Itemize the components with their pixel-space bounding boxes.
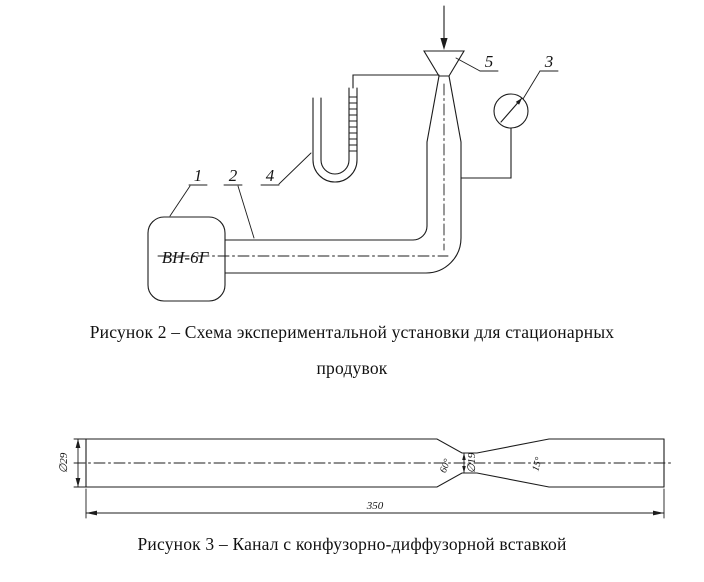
- callout-3-label: 3: [544, 52, 554, 71]
- dimension-length: 350: [85, 488, 665, 519]
- callout-5-label: 5: [485, 52, 494, 71]
- callout-2-pipe: 2: [223, 166, 255, 239]
- figure2-caption-line1: Рисунок 2 – Схема экспериментальной уста…: [89, 322, 615, 342]
- figure3-caption: Рисунок 3 – Канал с конфузорно-диффузорн…: [137, 534, 567, 554]
- blower-unit: ВН-6Г: [147, 216, 449, 302]
- pipe-channel: [224, 75, 462, 274]
- length-label: 350: [366, 500, 384, 512]
- funnel: [423, 50, 465, 77]
- dimension-throat-diameter: ∅19: [462, 452, 478, 474]
- inlet-flow-arrow: [440, 5, 448, 50]
- device-label: ВН-6Г: [162, 248, 210, 267]
- callout-4-manometer: 4: [260, 152, 312, 186]
- channel-outline: [73, 438, 673, 488]
- gauge-tap-line: [460, 127, 512, 179]
- diffuser-angle-label: 15°: [530, 456, 545, 473]
- manometer-tap-line: [352, 74, 440, 89]
- callout-4-label: 4: [266, 166, 275, 185]
- callout-2-label: 2: [229, 166, 238, 185]
- manometer-scale: [348, 96, 358, 152]
- pressure-gauge: [460, 93, 529, 179]
- throat-diameter-label: ∅19: [466, 452, 478, 473]
- figure2-schematic: ВН-6Г 1 2 4 5 3: [147, 5, 559, 302]
- callout-5-funnel: 5: [455, 52, 499, 72]
- figure3-drawing: ∅29 60° ∅19 15° 350: [58, 438, 673, 519]
- inlet-diameter-label: ∅29: [58, 452, 70, 473]
- u-tube-manometer: [312, 74, 440, 183]
- figure2-caption-line2: продувок: [316, 358, 388, 378]
- confusor-angle-label: 60°: [438, 458, 453, 475]
- dimension-inlet-diameter: ∅29: [58, 438, 87, 488]
- callout-3-gauge: 3: [522, 52, 559, 100]
- callout-1-device: 1: [169, 166, 208, 217]
- callout-1-label: 1: [194, 166, 203, 185]
